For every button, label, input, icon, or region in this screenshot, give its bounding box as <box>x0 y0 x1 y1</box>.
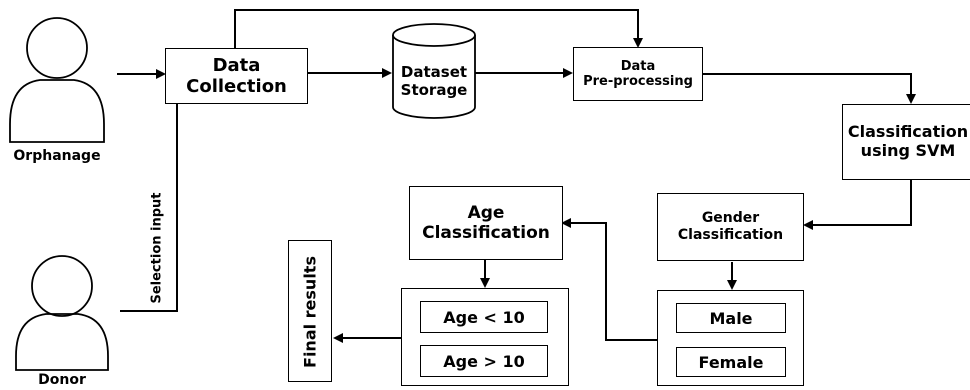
data-collection-label: Data Collection <box>186 54 287 97</box>
classification-svm-label: Classification using SVM <box>847 122 969 160</box>
classification-svm-box: Classification using SVM <box>842 104 970 180</box>
male-box: Male <box>676 303 786 333</box>
female-label: Female <box>698 352 764 372</box>
orphanage-label: Orphanage <box>13 148 101 164</box>
gender-classification-box: Gender Classification <box>657 193 804 261</box>
donor-label: Donor <box>38 372 86 388</box>
male-label: Male <box>709 308 753 328</box>
data-collection-box: Data Collection <box>165 48 308 104</box>
orphanage-person-icon <box>9 17 105 143</box>
age-outcomes-box: Age < 10 Age > 10 <box>401 288 569 386</box>
final-results-box: Final results <box>288 240 332 382</box>
age-gt-10-label: Age > 10 <box>443 351 525 371</box>
data-preprocessing-label: Data Pre-processing <box>583 58 693 89</box>
age-lt-10-label: Age < 10 <box>443 307 525 327</box>
gender-classification-label: Gender Classification <box>677 210 784 243</box>
female-box: Female <box>676 347 786 377</box>
final-results-label: Final results <box>300 256 320 368</box>
connectors <box>117 9 916 343</box>
edge-outcomes-to-age <box>561 218 657 341</box>
selection-input-label: Selection input <box>149 192 165 304</box>
edge-preprocessing-to-svm <box>702 73 916 104</box>
edge-donor-selection-input <box>120 103 178 312</box>
age-classification-box: Age Classification <box>409 186 563 260</box>
age-classification-label: Age Classification <box>422 202 550 243</box>
edge-svm-to-gender <box>803 179 912 230</box>
age-lt-10-box: Age < 10 <box>420 301 548 333</box>
gender-outcomes-box: Male Female <box>657 290 804 386</box>
data-preprocessing-box: Data Pre-processing <box>573 47 703 101</box>
dataset-storage-cylinder-icon <box>392 23 476 119</box>
donor-person-icon <box>15 255 109 371</box>
edge-collection-bypass-to-preprocessing <box>234 9 643 48</box>
dataset-storage-label: Dataset Storage <box>400 63 468 99</box>
age-gt-10-box: Age > 10 <box>420 345 548 377</box>
